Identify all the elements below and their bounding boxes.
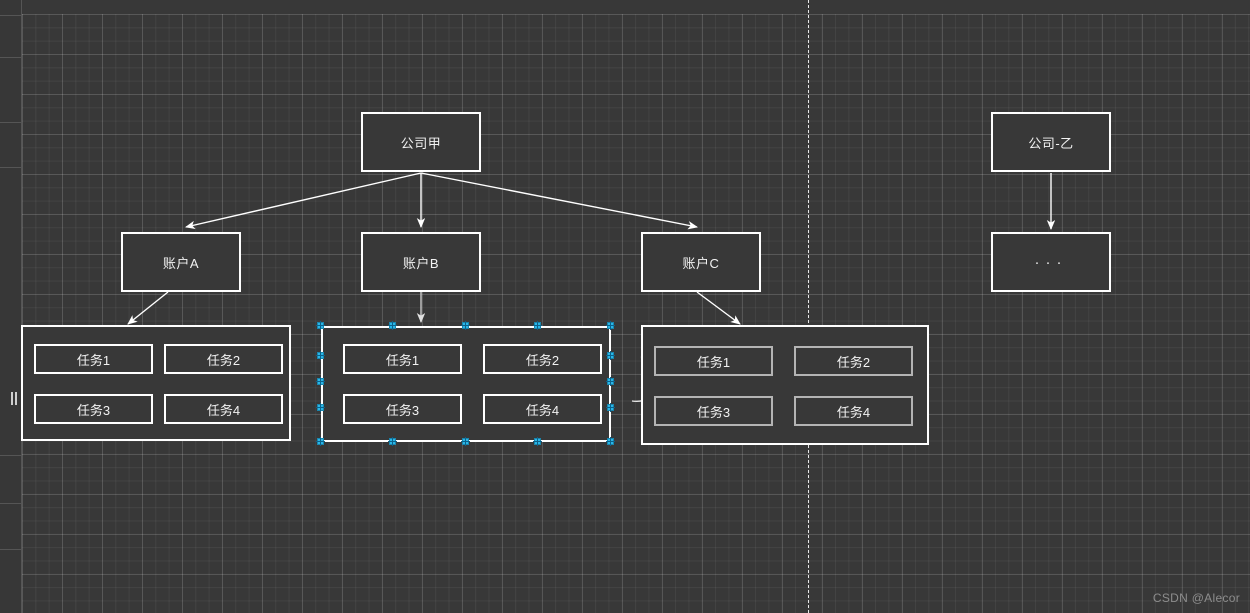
panel-resize-handle-icon[interactable] [11,392,18,405]
resize-handle-n3[interactable] [533,322,542,329]
canvas-top-margin [22,0,1250,14]
resize-handle-w1[interactable] [316,352,325,359]
node-ellipsis-label: ··· [1034,253,1068,271]
drawing-canvas[interactable] [22,14,1250,613]
task-label: 任务2 [836,354,871,370]
task-label: 任务1 [696,354,731,370]
task-item[interactable]: 任务4 [794,396,913,426]
task-item[interactable]: 任务3 [654,396,773,426]
rail-divider [0,167,22,168]
task-group-b[interactable]: 任务1 任务2 任务3 任务4 [321,326,611,442]
task-label: 任务2 [206,352,241,368]
left-rail-panel[interactable] [0,0,22,613]
task-label: 任务3 [76,402,111,418]
task-label: 任务3 [696,404,731,420]
node-account-b-label: 账户B [402,255,440,271]
resize-handle-e2[interactable] [606,378,615,385]
task-label: 任务4 [206,402,241,418]
node-account-c-label: 账户C [682,255,720,271]
task-label: 任务4 [836,404,871,420]
task-item[interactable]: 任务4 [164,394,283,424]
rail-divider [0,122,22,123]
resize-handle-w3[interactable] [316,404,325,411]
node-ellipsis-box[interactable]: ··· [991,232,1111,292]
resize-handle-s1[interactable] [388,438,397,445]
resize-handle-w2[interactable] [316,378,325,385]
node-account-a-label: 账户A [162,255,200,271]
task-item[interactable]: 任务2 [164,344,283,374]
rail-divider [0,15,22,16]
resize-handle-sw[interactable] [316,438,325,445]
task-group-a[interactable]: 任务1 任务2 任务3 任务4 [21,325,291,441]
task-item[interactable]: 任务1 [34,344,153,374]
task-label: 任务4 [525,402,560,418]
node-account-b[interactable]: 账户B [361,232,481,292]
resize-handle-nw[interactable] [316,322,325,329]
task-item[interactable]: 任务3 [343,394,462,424]
resize-handle-n2[interactable] [461,322,470,329]
resize-handle-e3[interactable] [606,404,615,411]
rail-divider [0,57,22,58]
task-item[interactable]: 任务3 [34,394,153,424]
resize-handle-s2[interactable] [461,438,470,445]
task-label: 任务1 [76,352,111,368]
task-item[interactable]: 任务2 [483,344,602,374]
watermark-text: CSDN @Alecor [1152,591,1240,605]
task-item[interactable]: 任务4 [483,394,602,424]
task-item[interactable]: 任务1 [654,346,773,376]
rail-divider [0,549,22,550]
resize-handle-s3[interactable] [533,438,542,445]
rail-divider [0,503,22,504]
node-account-a[interactable]: 账户A [121,232,241,292]
node-account-c[interactable]: 账户C [641,232,761,292]
task-label: 任务2 [525,352,560,368]
task-group-c[interactable]: 任务1 任务2 任务3 任务4 [641,325,929,445]
node-company-b-label: 公司-乙 [1028,135,1074,151]
node-company-a[interactable]: 公司甲 [361,112,481,172]
rail-divider [0,455,22,456]
resize-handle-ne[interactable] [606,322,615,329]
task-item[interactable]: 任务2 [794,346,913,376]
resize-handle-e1[interactable] [606,352,615,359]
task-label: 任务1 [385,352,420,368]
task-item[interactable]: 任务1 [343,344,462,374]
task-label: 任务3 [385,402,420,418]
resize-handle-se[interactable] [606,438,615,445]
node-company-b[interactable]: 公司-乙 [991,112,1111,172]
node-company-a-label: 公司甲 [400,135,442,151]
resize-handle-n1[interactable] [388,322,397,329]
page-break-guide [808,0,809,613]
